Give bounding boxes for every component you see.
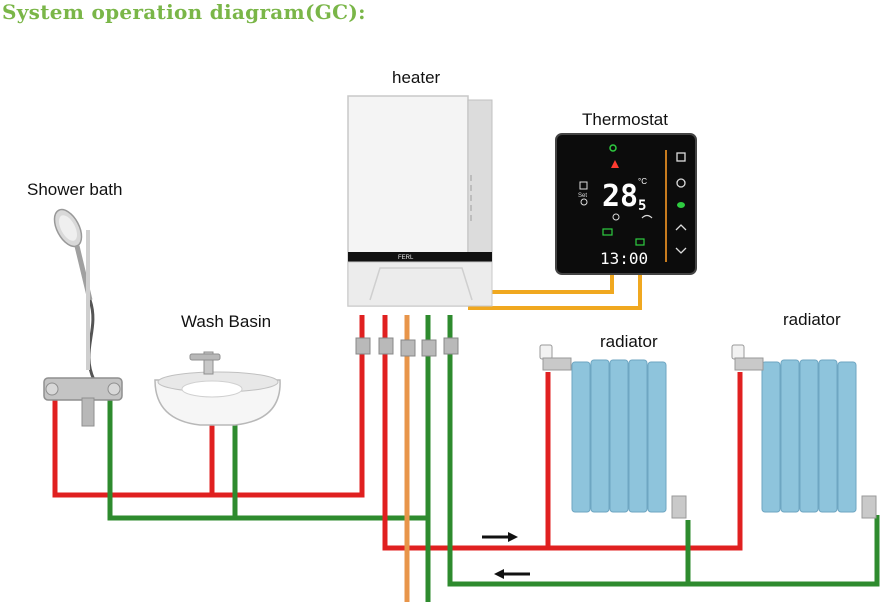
flow-arrow-left-icon [494, 569, 530, 579]
radiator-1 [539, 344, 687, 519]
heater-brand: FERL [398, 255, 414, 261]
heating-flow-pipe [382, 315, 743, 551]
shower-fixture [43, 208, 123, 427]
clock-icon [676, 178, 686, 188]
wash-basin-fixture [154, 351, 281, 426]
radiator-label-1: radiator [600, 332, 658, 351]
menu-icon [676, 152, 686, 162]
radiator-2 [731, 344, 877, 519]
temperature-unit: °C [638, 177, 647, 186]
radiator-label-2: radiator [783, 310, 841, 329]
thermostat-device: Set 28 5 °C 13:00 [555, 133, 697, 275]
set-label: Set [578, 193, 587, 199]
hot-water-pipe-fixtures [52, 315, 365, 498]
power-icon [609, 144, 617, 152]
heater-unit: FERL [347, 95, 493, 357]
chevron-down-icon [675, 247, 687, 254]
clock-display: 13:00 [600, 249, 648, 268]
basin-label: Wash Basin [181, 312, 272, 331]
heater-label: heater [392, 68, 441, 87]
temperature-major: 28 [602, 179, 638, 214]
flow-arrow-right-icon [482, 532, 518, 542]
temperature-minor: 5 [638, 198, 646, 214]
flame-icon [611, 160, 619, 168]
leaf-icon [677, 202, 685, 208]
diagram-title: System operation diagram(GC): [2, 0, 366, 24]
heating-return-pipe [425, 315, 880, 602]
thermostat-label: Thermostat [582, 110, 668, 129]
wifi-icon [641, 214, 653, 219]
cold-water-pipe-fixtures [107, 395, 430, 521]
chevron-up-icon [675, 224, 687, 231]
shower-label: Shower bath [27, 180, 123, 199]
thermostat-control-wire [468, 274, 642, 310]
